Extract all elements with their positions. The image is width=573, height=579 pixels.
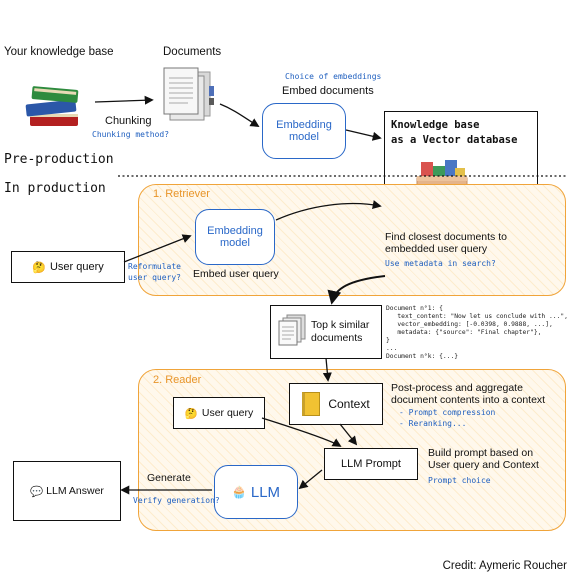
embed-documents-label: Embed documents [282,85,374,97]
embed-user-query-label: Embed user query [193,268,279,280]
context-label: Context [328,397,370,411]
reader-label: 2. Reader [153,374,202,386]
user-query-label: User query [49,261,104,273]
your-knowledge-base-label: Your knowledge base [4,46,114,58]
reranking-note: - Reranking... [399,419,467,428]
retriever-embedding-model-label: Embedding model [207,225,263,249]
documents-label: Documents [163,46,222,58]
retriever-embedding-model-box: Embedding model [195,209,275,265]
chunking-label: Chunking [105,115,152,127]
books-icon [22,80,84,130]
pre-production-label: Pre-production [4,152,114,167]
llm-prompt-box: LLM Prompt [324,448,418,480]
find-closest-label: Find closest documents to embedded user … [385,231,507,255]
context-box: Context [289,383,383,425]
top-k-documents-label: Top k similar documents [311,319,370,344]
post-process-label: Post-process and aggregate document cont… [391,382,546,406]
user-query-box: 🤔 User query [11,251,125,283]
llm-label: LLM [250,483,281,501]
reader-user-query-label: User query [201,407,254,419]
llm-answer-label: LLM Answer [46,485,104,497]
generate-label: Generate [147,472,191,484]
reformulate-note: Reformulate user query? [128,262,181,282]
verify-generation-note: Verify generation? [133,496,220,505]
stacked-documents-icon [277,313,307,352]
credit-label: Credit: Aymeric Roucher [442,560,567,572]
llm-answer-box: 💬 LLM Answer [13,461,121,521]
in-production-label: In production [4,181,106,196]
embedding-model-label: Embedding model [276,119,332,143]
chunking-method-note: Chunking method? [92,130,170,139]
documents-icon [160,66,216,122]
reader-user-query-box: 🤔 User query [173,397,265,429]
use-metadata-note: Use metadata in search? [385,259,496,268]
choice-of-embeddings-note: Choice of embeddings [285,72,382,81]
embedding-model-box: Embedding model [262,103,346,159]
prompt-compression-note: - Prompt compression [399,408,496,417]
cupcake-icon: 🧁 [231,485,247,499]
thinking-face-icon: 🤔 [32,261,46,274]
reader-thinking-face-icon: 🤔 [184,407,198,420]
speech-bubble-icon: 💬 [30,485,44,498]
document-code-sample: Document n°1: { text_content: "Now let u… [386,305,568,360]
notebook-icon [302,392,321,416]
prompt-choice-note: Prompt choice [428,476,491,485]
top-k-documents-box: Top k similar documents [270,305,382,359]
llm-prompt-label: LLM Prompt [341,458,401,470]
vector-database-label: Knowledge base as a Vector database [391,119,518,146]
retriever-label: 1. Retriever [153,188,210,200]
build-prompt-label: Build prompt based on User query and Con… [428,447,539,471]
llm-box: 🧁 LLM [214,465,298,519]
